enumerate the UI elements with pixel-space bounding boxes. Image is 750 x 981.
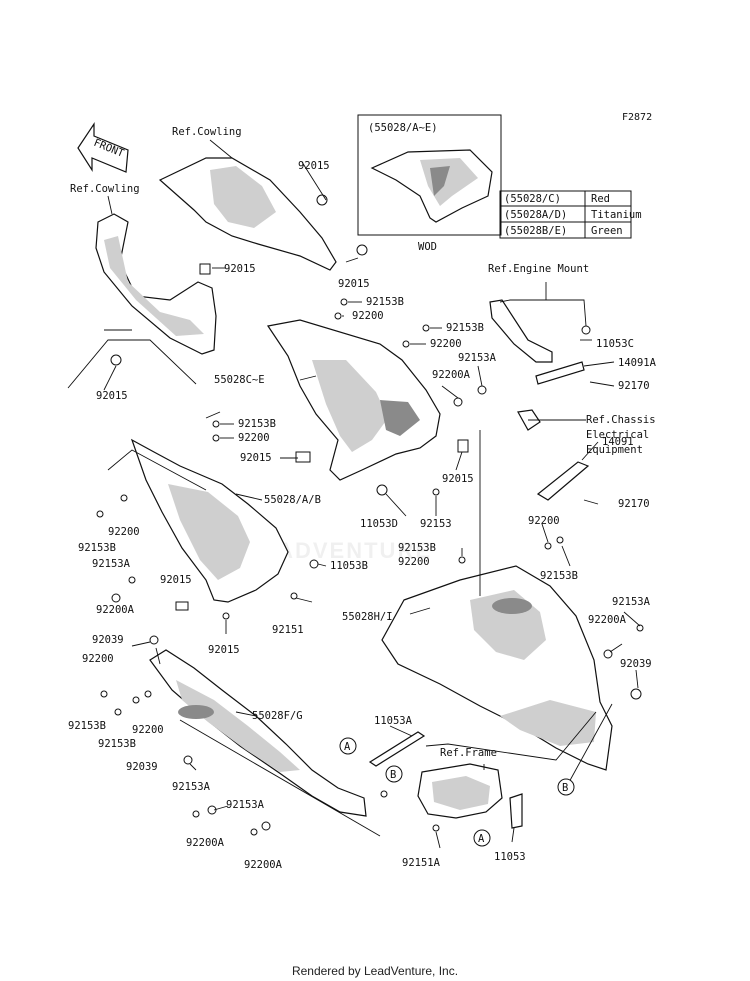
ref-frame: Ref.Frame	[440, 747, 497, 759]
callout-label: 92039	[126, 761, 158, 773]
color-table-color-2: Titanium	[591, 209, 642, 221]
callout-label: 92200	[398, 556, 430, 568]
marker-a: A	[478, 833, 485, 845]
engine-mount-bracket-part	[489, 299, 585, 385]
callout-label: 14091A	[618, 357, 657, 369]
callout-label: 92200A	[186, 837, 225, 849]
callout-label: 14091	[602, 436, 634, 448]
callout-label: 92039	[92, 634, 124, 646]
callout-label: 92151	[272, 624, 304, 636]
callout-label: 92200	[108, 526, 140, 538]
lower-belly-pan-part	[149, 649, 367, 817]
strip-11053A-part	[368, 731, 426, 767]
callout-label: 92015	[224, 263, 256, 275]
callout-label: 11053A	[374, 715, 413, 727]
ref-chassis-3: Equipment	[586, 444, 643, 456]
callout-label: 11053B	[330, 560, 368, 572]
color-table-part-1: (55028/C)	[504, 193, 561, 205]
color-table-color-3: Green	[591, 225, 623, 237]
footer-credit: Rendered by LeadVenture, Inc.	[291, 964, 459, 978]
marker-b: B	[562, 782, 568, 794]
ref-cowling-upper: Ref.Cowling	[172, 126, 242, 138]
callout-label: 92153B	[398, 542, 436, 554]
callout-label: 92015	[338, 278, 370, 290]
callout-label: 92039	[620, 658, 652, 670]
callout-label: 92200	[82, 653, 114, 665]
callout-label: 55028H/I	[342, 611, 393, 623]
callout-label: 92200	[238, 432, 270, 444]
callout-label: 92153A	[92, 558, 131, 570]
inset-box: (55028/A~E) WOD	[357, 114, 502, 253]
callout-label: 92153B	[238, 418, 276, 430]
callout-label: 92153A	[458, 352, 497, 364]
callout-label: 92015	[160, 574, 192, 586]
callout-label: 92200A	[96, 604, 135, 616]
ref-chassis-2: Electrical	[586, 429, 649, 441]
callout-label: 92200A	[244, 859, 283, 871]
callout-labels: 92015 92015 92015 92015 92153B 92200 921…	[68, 160, 657, 871]
frame-ref-part	[417, 763, 523, 829]
inset-title: (55028/A~E)	[368, 122, 438, 134]
callout-label: 92015	[208, 644, 240, 656]
callout-label: 92200	[528, 515, 560, 527]
upper-cowling-part	[158, 139, 337, 271]
ref-chassis-1: Ref.Chassis	[586, 414, 656, 426]
callout-label: 92015	[240, 452, 272, 464]
callout-label: 92170	[618, 380, 650, 392]
front-arrow-icon: FRONT	[77, 122, 129, 173]
marker-a: A	[344, 741, 351, 753]
inset-caption: WOD	[418, 241, 437, 253]
callout-label: 92153A	[612, 596, 651, 608]
chassis-bracket-part	[517, 409, 590, 501]
color-table-part-3: (55028B/E)	[504, 225, 567, 237]
callout-label: 92153B	[68, 720, 106, 732]
callout-label: 55028/A/B	[264, 494, 321, 506]
callout-label: 92170	[618, 498, 650, 510]
callout-label: 92151A	[402, 857, 441, 869]
marker-b: B	[390, 769, 396, 781]
callout-label: 92153B	[98, 738, 136, 750]
callout-label: 11053C	[596, 338, 634, 350]
callout-label: 92153B	[540, 570, 578, 582]
reference-markers: A B A B	[339, 737, 575, 847]
figure-code: F2872	[622, 112, 653, 123]
callout-label: 92200	[430, 338, 462, 350]
callout-label: 92200A	[588, 614, 627, 626]
color-table-part-2: (55028A/D)	[504, 209, 567, 221]
callout-label: 92153B	[366, 296, 404, 308]
left-cowling-part	[95, 195, 217, 355]
ref-cowling-left: Ref.Cowling	[70, 183, 140, 195]
callout-label: 92153	[420, 518, 452, 530]
callout-label: 92153B	[446, 322, 484, 334]
callout-label: 92153A	[172, 781, 211, 793]
upper-side-cowl-part	[266, 319, 441, 481]
callout-label: 92200	[352, 310, 384, 322]
leader-lines	[67, 161, 641, 849]
mid-side-panel-part	[130, 438, 289, 603]
callout-label: 92200	[132, 724, 164, 736]
callout-label: 92200A	[432, 369, 471, 381]
callout-label: 92153A	[226, 799, 265, 811]
callout-label: 55028C~E	[214, 374, 265, 386]
callout-label: 11053	[494, 851, 526, 863]
right-lower-cowl-part	[381, 565, 613, 771]
color-table-color-1: Red	[591, 193, 610, 205]
callout-label: 92015	[96, 390, 128, 402]
callout-label: 92153B	[78, 542, 116, 554]
callout-label: 11053D	[360, 518, 398, 530]
callout-label: 92015	[298, 160, 330, 172]
callout-label: 55028F/G	[252, 710, 303, 722]
ref-engine-mount: Ref.Engine Mount	[488, 263, 589, 275]
callout-label: 92015	[442, 473, 474, 485]
color-table: (55028/C) Red (55028A/D) Titanium (55028…	[499, 190, 642, 239]
